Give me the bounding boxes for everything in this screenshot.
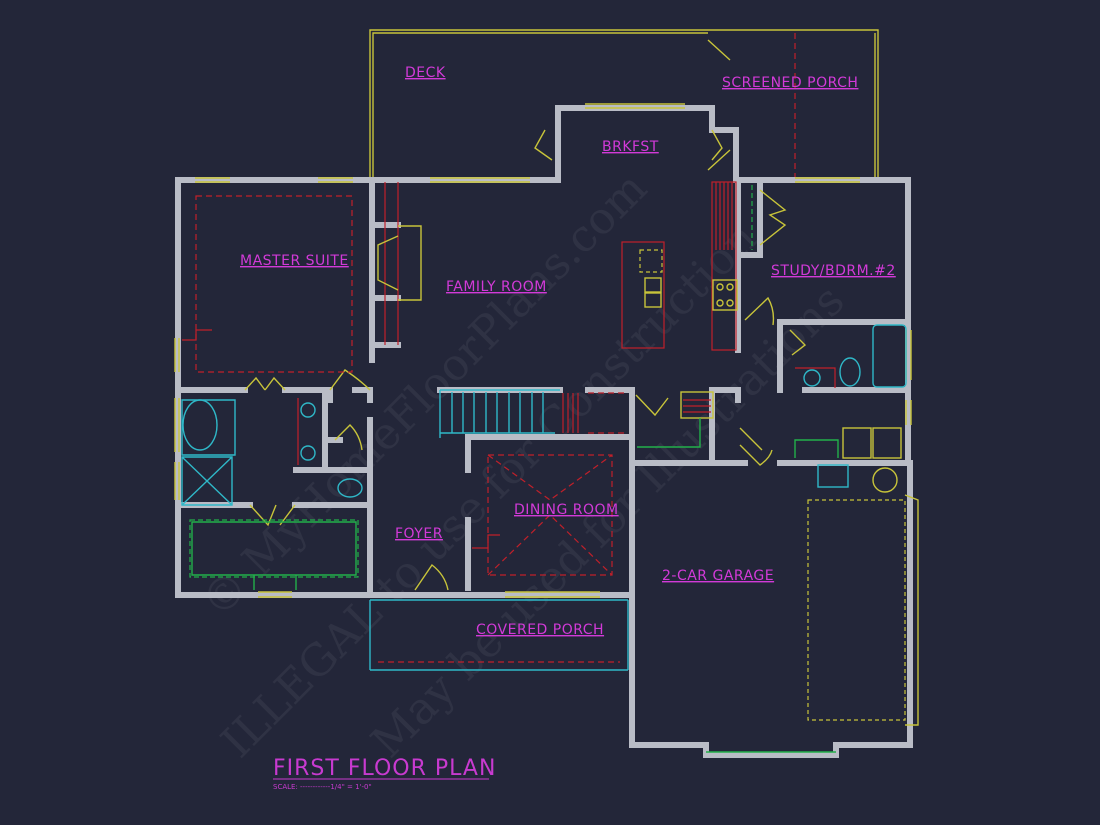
fixtures xyxy=(181,181,907,721)
label-garage: 2-CAR GARAGE xyxy=(662,568,774,584)
shower-icon xyxy=(181,456,233,506)
label-brkfst: BRKFST xyxy=(602,139,659,155)
tub-icon xyxy=(872,324,907,388)
sink-icon xyxy=(300,445,316,461)
label-master-suite: MASTER SUITE xyxy=(240,253,349,269)
covered-porch-outline xyxy=(369,599,629,671)
cooktop-icon xyxy=(712,279,738,311)
plan-title: FIRST FLOOR PLAN xyxy=(273,756,496,781)
kitchen-island xyxy=(621,241,665,349)
dryer xyxy=(872,427,902,459)
plan-scale: SCALE: ------------1/4" = 1'-0" xyxy=(273,783,372,791)
garage-door xyxy=(807,499,906,721)
label-foyer: FOYER xyxy=(395,526,443,542)
washer xyxy=(842,427,872,459)
toilet-icon xyxy=(337,478,363,498)
label-covered-porch: COVERED PORCH xyxy=(476,622,604,638)
utility-sink xyxy=(817,464,849,488)
label-deck: DECK xyxy=(405,65,446,81)
sink-icon xyxy=(803,369,821,387)
label-dining-room: DINING ROOM xyxy=(514,502,619,518)
doors xyxy=(244,129,807,591)
label-family-room: FAMILY ROOM xyxy=(446,279,547,295)
laundry-sink xyxy=(680,391,714,419)
water-heater xyxy=(872,467,898,493)
deck-outline xyxy=(369,29,879,180)
label-study: STUDY/BDRM.#2 xyxy=(771,263,896,279)
tub-icon xyxy=(182,399,218,451)
toilet-icon xyxy=(839,357,861,387)
fireplace-icon xyxy=(377,225,422,301)
label-screened-porch: SCREENED PORCH xyxy=(722,75,858,91)
sink-icon xyxy=(300,402,316,418)
